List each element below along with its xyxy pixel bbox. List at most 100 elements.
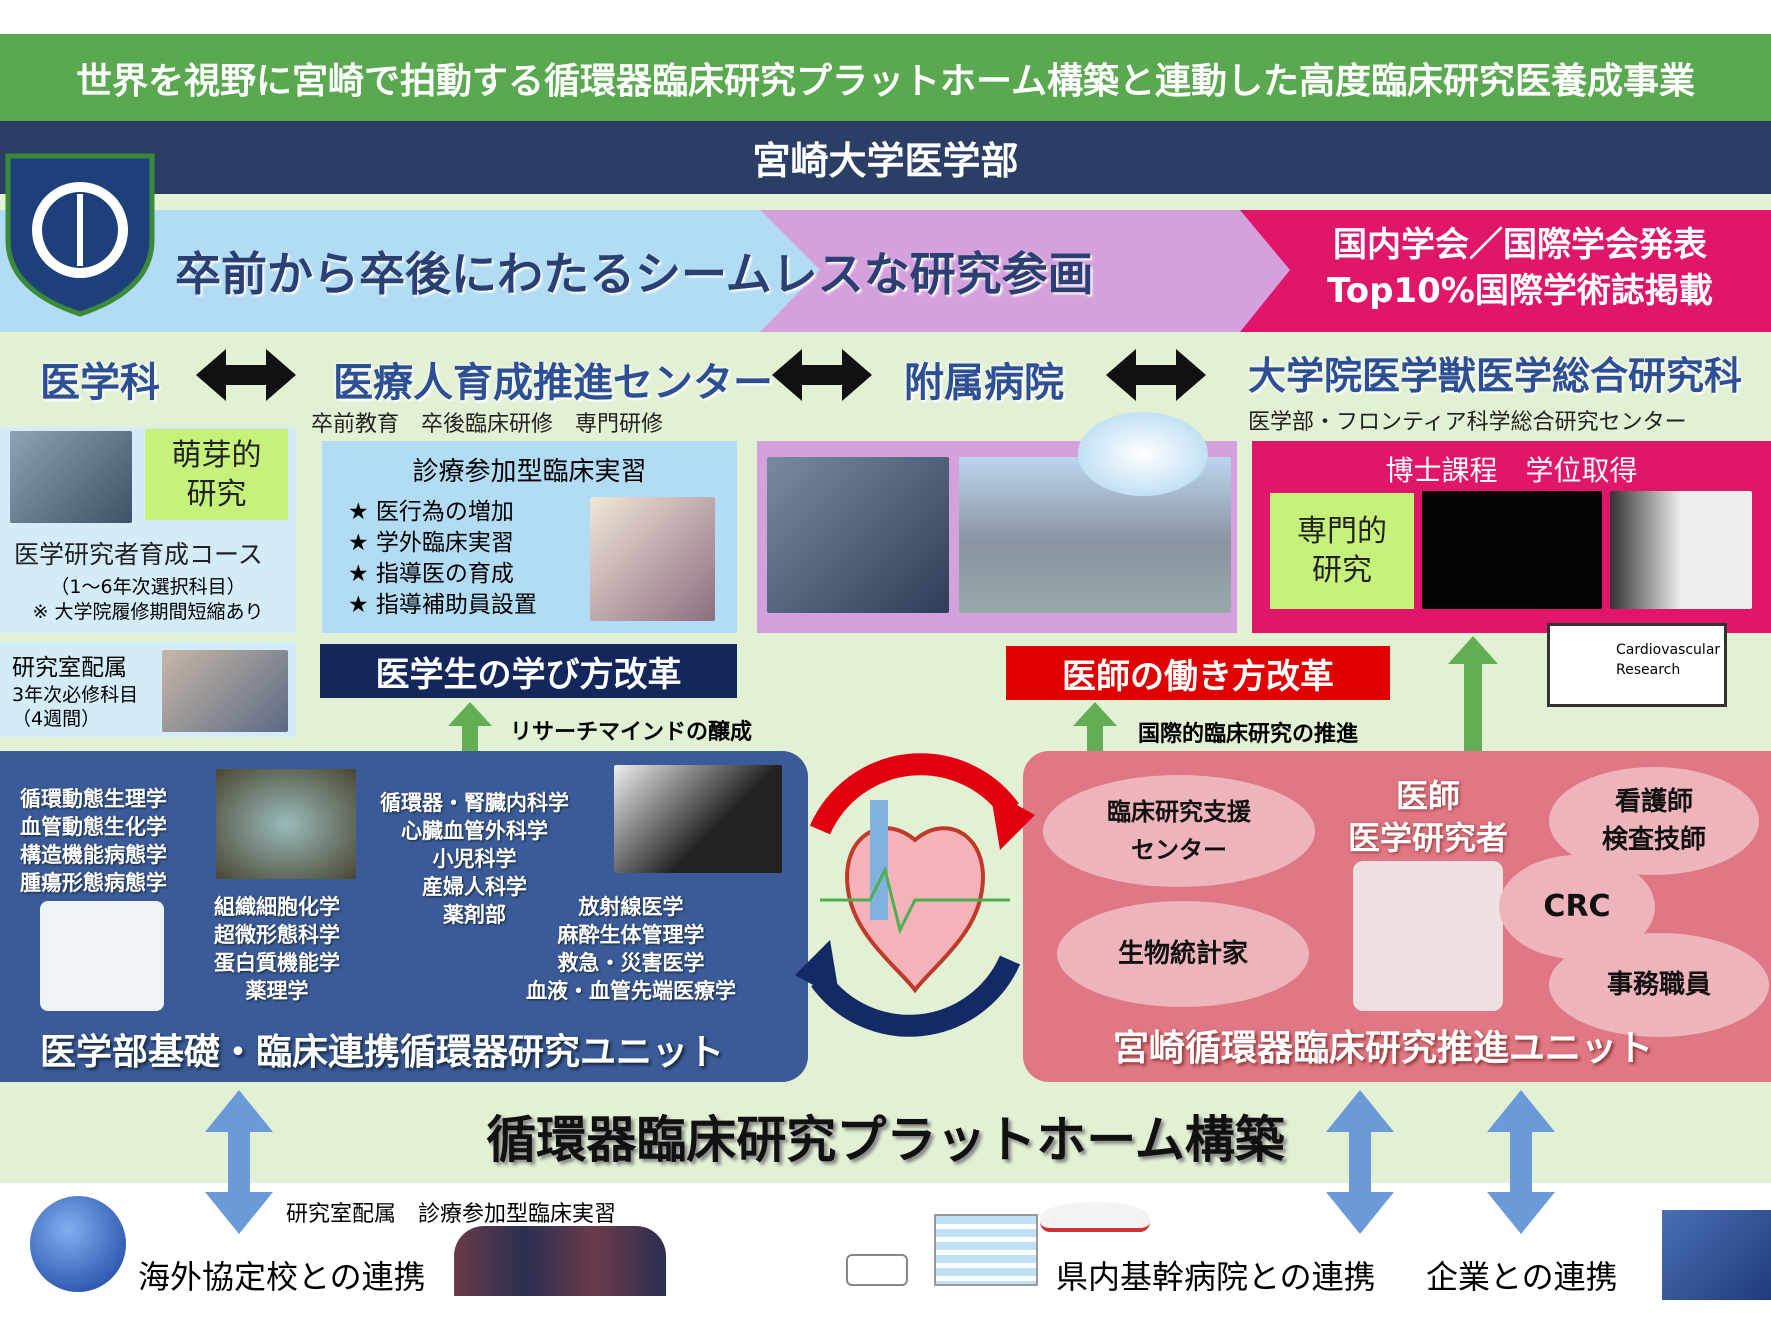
overseas-subtitle: 研究室配属 診療参加型臨床実習	[286, 1202, 617, 1227]
support-center-2: センター	[1131, 836, 1227, 864]
heading-dept: 医学科	[40, 360, 160, 406]
intl-research-label: 国際的臨床研究の推進	[1138, 722, 1359, 747]
clerkship-item: ★ 学外臨床実習	[348, 530, 514, 556]
hospital-icon	[934, 1214, 1038, 1286]
dept-item: 組織細胞化学	[214, 895, 340, 919]
institution-bar: 宮崎大学医学部	[0, 121, 1771, 194]
blue-arrows	[205, 1090, 1555, 1234]
dept-item: 麻酔生体管理学	[557, 923, 705, 947]
dept-item: 薬剤部	[443, 903, 506, 927]
clinical-research-unit: 臨床研究支援センター 医師医学研究者 看護師検査技師 CRC 生物統計家 事務職…	[1023, 751, 1771, 1082]
helicopter-icon	[1040, 1202, 1150, 1232]
nurse-label: 看護師	[1614, 787, 1693, 817]
office-staff-label: 事務職員	[1549, 933, 1769, 1037]
prefecture-partnership: 県内基幹病院との連携	[1056, 1258, 1376, 1296]
banner-main: 卒前から卒後にわたるシームレスな研究参画	[175, 247, 1094, 301]
dept-item: 小児科学	[432, 847, 517, 871]
goal-line-2: Top10%国際学術誌掲載	[1327, 271, 1713, 311]
seed-research-badge: 萌芽的 研究	[145, 429, 288, 520]
course-name: 医学研究者育成コース	[14, 540, 263, 569]
heading-grad: 大学院医学獣医学総合研究科	[1248, 354, 1743, 398]
heart-cycle-icon	[795, 753, 1035, 1037]
clerkship-item: ★ 指導医の育成	[348, 561, 514, 587]
dept-item: 心臓血管外科学	[401, 819, 548, 843]
double-arrow-icon	[196, 349, 296, 401]
valve-image	[216, 769, 356, 879]
banner-arrows	[0, 210, 1771, 332]
double-arrow-icon	[1106, 349, 1206, 401]
dept-item: 循環動態生理学	[20, 787, 167, 811]
lab-panel: 研究室配属 3年次必修科目 （4週間）	[0, 642, 296, 737]
unit-name: 宮崎循環器臨床研究推進ユニット	[1112, 1028, 1653, 1069]
chevron-blue	[0, 210, 820, 332]
platform-title: 循環器臨床研究プラットホーム構築	[486, 1111, 1285, 1169]
phd-title: 博士課程 学位取得	[1385, 454, 1638, 487]
doctor-reform-box: 医師の働き方改革	[1006, 646, 1390, 700]
support-center-1: 臨床研究支援	[1107, 798, 1251, 826]
dept-item: 血管動態生化学	[20, 815, 167, 839]
dept-item: 腫瘍形態病態学	[20, 871, 167, 895]
unit-name: 医学部基礎・臨床連携循環器研究ユニット	[40, 1032, 725, 1073]
course-panel: 萌芽的 研究 医学研究者育成コース （1～6年次選択科目） ※ 大学院履修期間短…	[0, 427, 296, 633]
lab-photo	[10, 431, 132, 523]
lab-assignment: 研究室配属	[12, 655, 127, 681]
lab-note: 3年次必修科目	[12, 684, 139, 706]
helicopter-photo	[1078, 412, 1208, 496]
clerkship-title: 診療参加型臨床実習	[412, 457, 647, 487]
ambulance-icon	[846, 1254, 908, 1286]
lab-note: （4週間）	[12, 708, 101, 730]
overseas-partnership: 海外協定校との連携	[138, 1258, 426, 1296]
main-title: 世界を視野に宮崎で拍動する循環器臨床研究プラットホーム構築と連動した高度臨床研究…	[0, 34, 1771, 121]
surgery-photo	[767, 457, 949, 613]
slide-text: Research	[1616, 662, 1681, 678]
goal-line-1: 国内学会／国際学会発表	[1333, 225, 1707, 265]
diploma-photo	[1610, 491, 1752, 609]
dept-item: 超微形態科学	[214, 923, 340, 947]
company-partnership: 企業との連携	[1426, 1258, 1618, 1296]
doctor-label: 医師	[1395, 777, 1460, 815]
dept-item: 薬理学	[245, 979, 309, 1003]
technician-label: 検査技師	[1601, 825, 1706, 855]
clinical-clerkship-panel: 診療参加型臨床実習 ★ 医行為の増加 ★ 学外臨床実習 ★ 指導医の育成 ★ 指…	[322, 441, 737, 633]
graduate-panel: 博士課程 学位取得 専門的 研究	[1252, 441, 1771, 633]
3d-echo-photo	[614, 765, 782, 873]
heading-center: 医療人育成推進センター	[333, 360, 773, 406]
basic-clinical-unit: 循環動態生理学血管動態生化学構造機能病態学腫瘍形態病態学 組織細胞化学超微形態科…	[0, 751, 808, 1082]
clerkship-item: ★ 指導補助員設置	[348, 592, 537, 618]
doctors-illustration	[1353, 861, 1503, 1011]
double-arrow-icon	[1487, 1090, 1555, 1234]
student-reform-box: 医学生の学び方改革	[320, 644, 737, 698]
dept-item: 産婦人科学	[422, 875, 527, 899]
dept-item: 構造機能病態学	[20, 843, 167, 867]
echo-image	[1422, 491, 1602, 609]
dept-item: 救急・災害医学	[557, 951, 705, 975]
clerkship-photo	[590, 497, 715, 621]
globe-icon	[30, 1196, 126, 1292]
chevron-purple	[760, 210, 1300, 332]
grad-subtitle: 医学部・フロンティア科学総合研究センター	[1248, 410, 1687, 435]
chevron-pink	[1240, 210, 1771, 332]
biostatistician-label: 生物統計家	[1057, 901, 1309, 1007]
researcher-illustration	[40, 901, 164, 1011]
students-illustration	[454, 1226, 666, 1296]
double-arrow-icon	[1326, 1090, 1394, 1234]
center-subtitle: 卒前教育 卒後臨床研修 専門研修	[311, 412, 664, 437]
university-logo	[5, 153, 155, 317]
dept-item: 血液・血管先端医療学	[526, 979, 736, 1003]
clerkship-item: ★ 医行為の増加	[348, 499, 514, 525]
double-arrow-icon	[772, 349, 872, 401]
presentation-slide: Cardiovascular Research	[1547, 623, 1727, 707]
course-note: （1～6年次選択科目）	[50, 576, 246, 598]
researcher-label: 医学研究者	[1347, 819, 1508, 857]
heading-hospital: 附属病院	[904, 360, 1064, 406]
dept-item: 放射線医学	[578, 895, 684, 919]
course-note: ※ 大学院履修期間短縮あり	[32, 601, 264, 623]
dept-item: 循環器・腎臓内科学	[380, 791, 569, 815]
slide-text: Cardiovascular	[1616, 642, 1721, 658]
specialist-research-badge: 専門的 研究	[1270, 493, 1414, 609]
company-building-icon	[1662, 1210, 1771, 1300]
students-photo	[162, 650, 288, 732]
double-arrow-icon	[205, 1090, 273, 1234]
research-mind-label: リサーチマインドの醸成	[510, 720, 753, 745]
dept-item: 蛋白質機能学	[214, 951, 340, 975]
